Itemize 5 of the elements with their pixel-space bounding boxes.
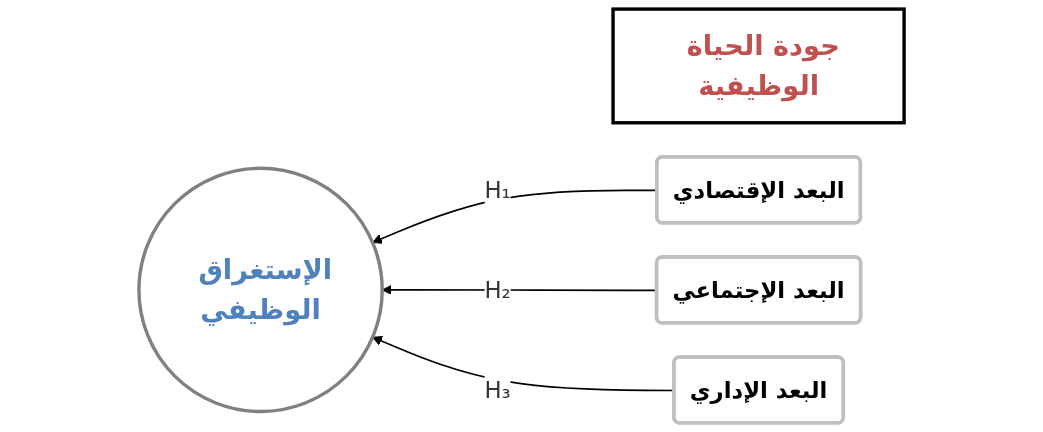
edge-label: H₃ xyxy=(484,376,511,404)
edge-label: H₂ xyxy=(484,276,511,304)
node-circle: الإستغراق الوظيفي xyxy=(137,166,384,414)
node-box: جودة الحياة الوظيفية xyxy=(611,7,906,125)
edge-label: H₁ xyxy=(484,176,511,204)
